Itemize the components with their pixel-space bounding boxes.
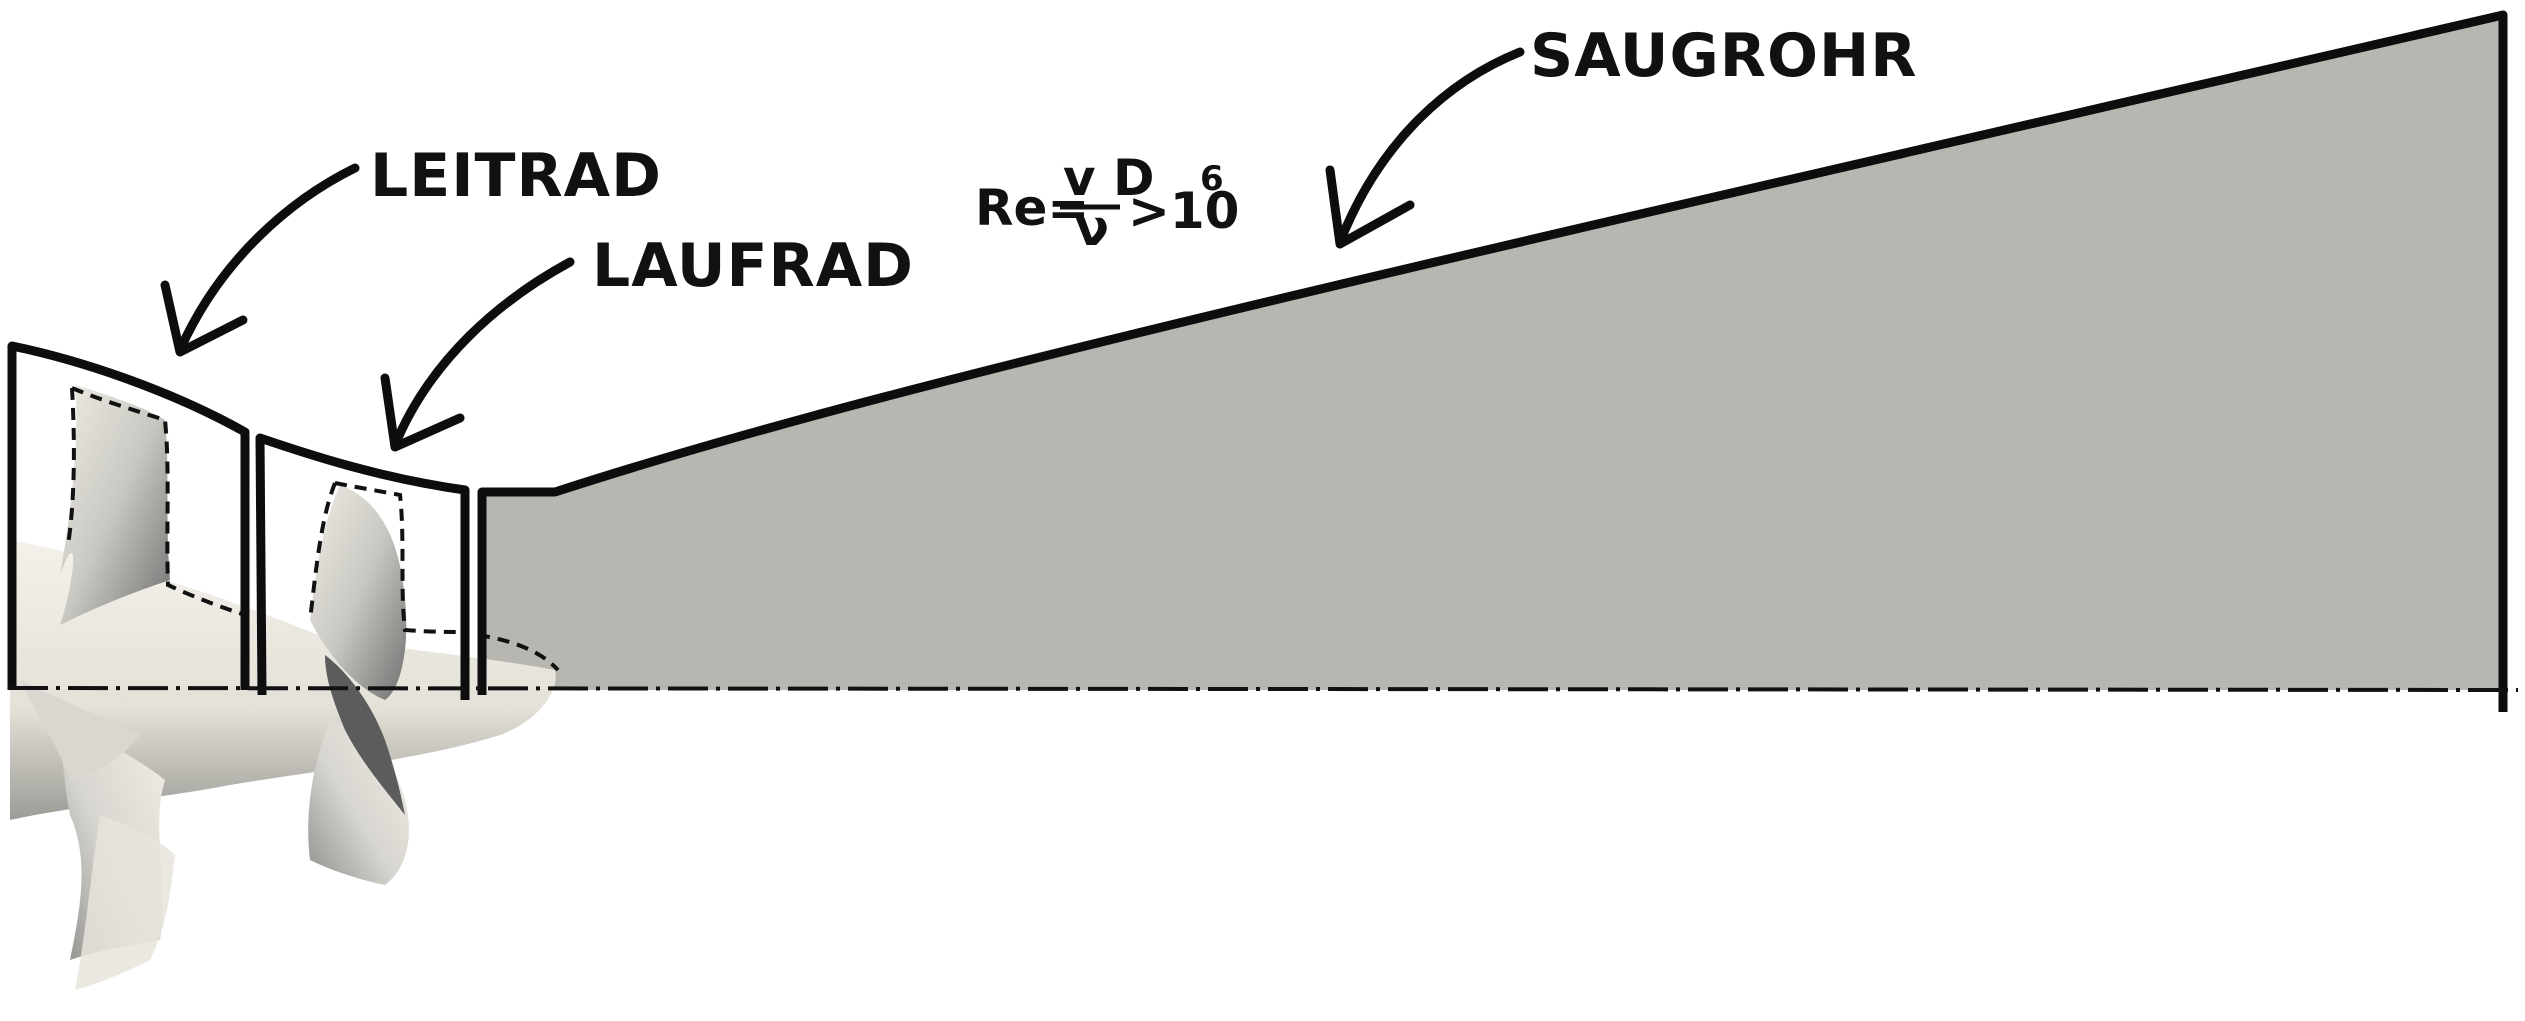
guide-vane-blade-upper — [60, 385, 170, 625]
saugrohr-outline — [477, 10, 2508, 712]
laufrad-arrow — [380, 257, 575, 452]
leitrad-label: LEITRAD — [370, 141, 662, 211]
hub-dashed-outline — [477, 633, 560, 672]
formula-relation: >10 — [1128, 182, 1239, 240]
leitrad-arrow — [160, 163, 360, 357]
saugrohr-label: SAUGROHR — [1530, 21, 1917, 91]
runner-blade-upper — [310, 485, 407, 700]
draft-tube-area — [478, 17, 2505, 690]
laufrad-label: LAUFRAD — [592, 231, 914, 301]
reynolds-formula: Re= v D ν >10 6 — [975, 149, 1239, 257]
guide-vane-blade-back — [20, 680, 140, 780]
runner-dashed-outline — [308, 481, 469, 634]
hub-body — [10, 540, 556, 820]
leitrad-outline — [7, 341, 250, 690]
formula-numerator: v D — [1063, 149, 1155, 207]
centerline — [7, 686, 2519, 692]
guide-vane-blade-bottom — [75, 815, 175, 990]
laufrad-outline — [255, 433, 470, 700]
formula-exponent: 6 — [1200, 159, 1224, 199]
runner-blade-edge — [325, 655, 405, 815]
guide-vane-dashed-outline — [66, 386, 246, 617]
saugrohr-arrow — [1325, 47, 1525, 249]
formula-denominator: ν — [1075, 199, 1109, 257]
